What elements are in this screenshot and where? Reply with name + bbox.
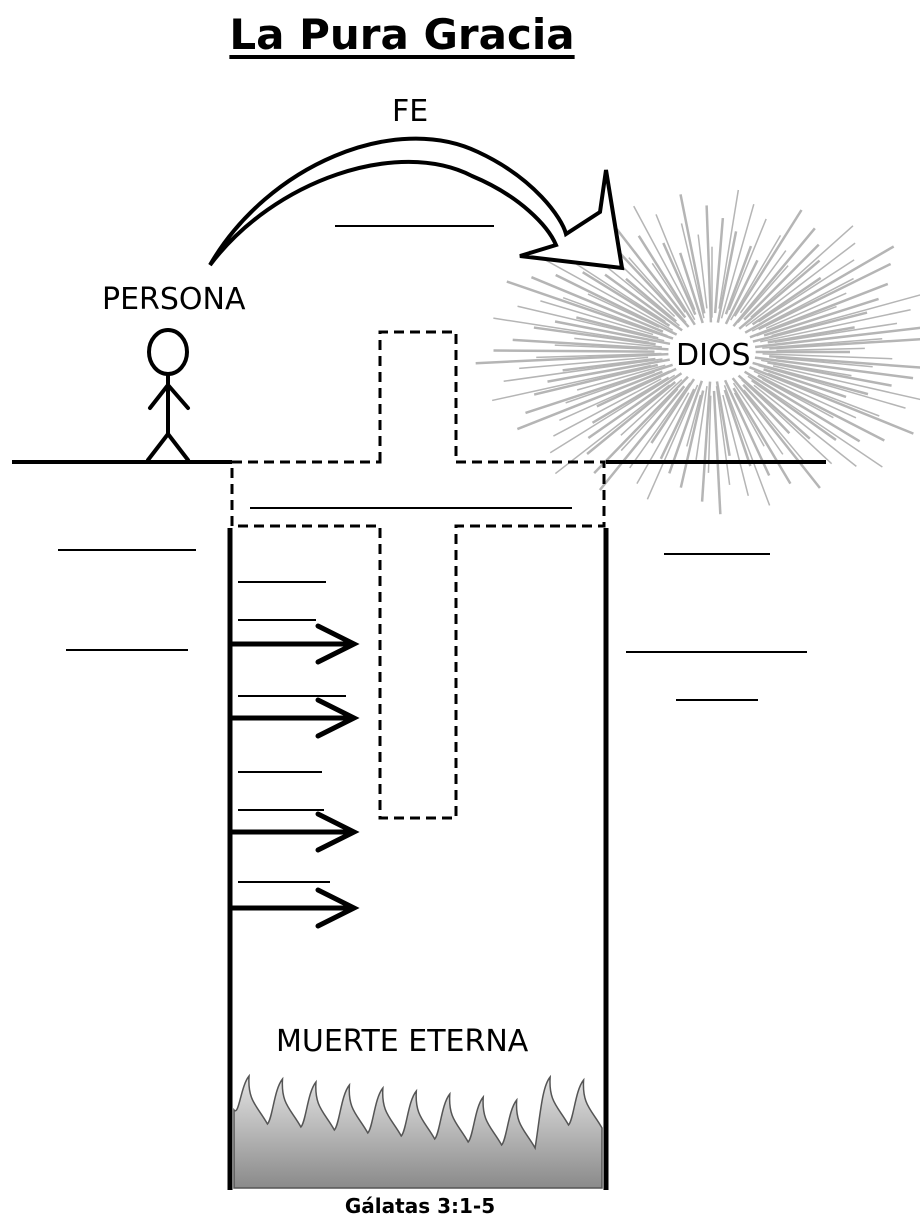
fire-icon xyxy=(233,1073,603,1189)
person-label: PERSONA xyxy=(102,282,246,317)
pit-arrows xyxy=(229,623,360,929)
god-label: DIOS xyxy=(676,338,751,373)
burst-icon xyxy=(475,189,920,515)
right-arrow-icon xyxy=(229,623,360,665)
faith-label: FE xyxy=(392,94,429,129)
eternal-death-label: MUERTE ETERNA xyxy=(276,1024,529,1059)
curved-arrow-icon xyxy=(208,136,625,271)
right-arrow-icon xyxy=(229,697,360,739)
cross-outline-icon xyxy=(230,330,606,820)
scripture-reference: Gálatas 3:1-5 xyxy=(344,1194,496,1218)
stick-figure-icon xyxy=(146,328,190,462)
page-title: La Pura Gracia xyxy=(229,10,575,59)
fill-in-blanks xyxy=(58,225,807,883)
right-arrow-icon xyxy=(229,811,360,853)
right-arrow-icon xyxy=(229,887,360,929)
